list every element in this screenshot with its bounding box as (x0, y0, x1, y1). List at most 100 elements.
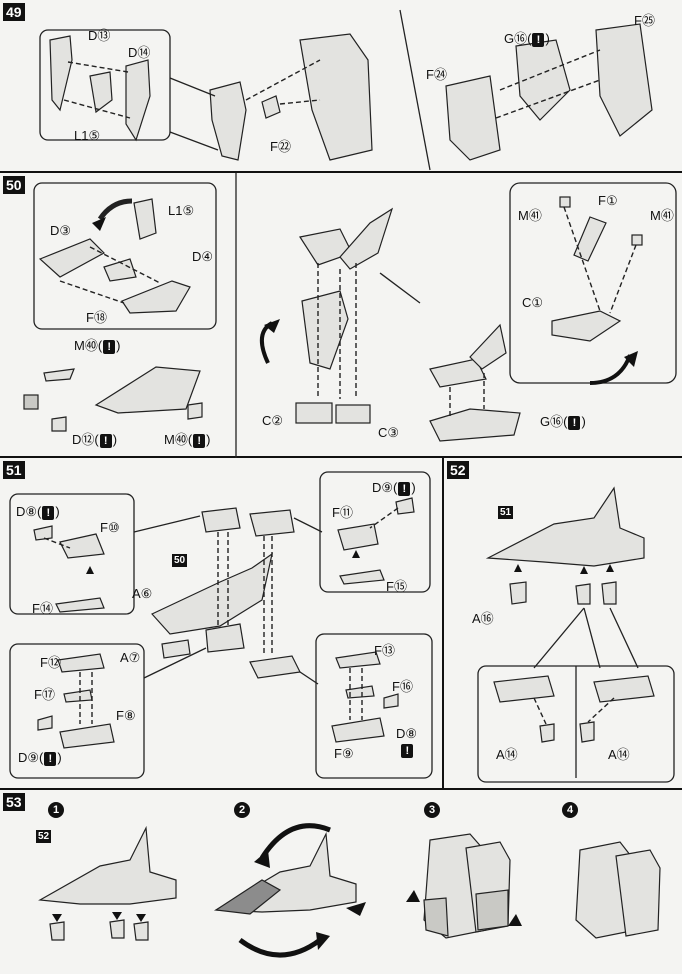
label-F24: F㉔ (426, 67, 447, 82)
label-D9-top: D⑨(!) (372, 480, 416, 496)
label-G16: G⑯(!) (540, 414, 586, 430)
label-F8: F⑧ (116, 708, 136, 723)
part-plate (335, 651, 381, 669)
step-53: 53 5 (0, 790, 682, 974)
part-clip (395, 497, 415, 515)
label-D8: D⑧(!) (16, 504, 60, 520)
label-L1-5: L1⑤ (168, 203, 195, 218)
part-cover (337, 523, 379, 551)
part-foot (133, 921, 149, 941)
part-base (59, 723, 115, 749)
step-50-diagram (23, 173, 677, 458)
part-small (187, 402, 203, 420)
part-body (121, 280, 191, 314)
step-number: 51 (3, 461, 25, 479)
caution-icon: ! (99, 434, 112, 448)
substep-2-badge: 2 (234, 802, 250, 818)
step-49-diagram (39, 9, 653, 171)
label-F12: F⑫ (40, 655, 61, 670)
label-A6: A⑥ (132, 586, 153, 601)
part-frame (515, 39, 571, 121)
part-plate (57, 653, 105, 673)
label-F25: F㉕ (634, 13, 655, 28)
caution-icon: ! (42, 506, 55, 520)
part-foot (575, 583, 591, 605)
part-cover (59, 533, 105, 559)
part-pin (539, 723, 555, 743)
part-foot (49, 921, 65, 941)
label-C2: C② (262, 413, 284, 428)
step-number: 52 (447, 461, 469, 479)
step-51-diagram (9, 471, 433, 779)
caution-icon: ! (193, 434, 206, 448)
label-A7: A⑦ (120, 650, 141, 665)
label-D14: D⑭ (128, 45, 151, 60)
part-small (51, 416, 67, 432)
part-block-right (595, 23, 653, 137)
label-A14-left: A⑭ (496, 747, 518, 762)
caution-icon: ! (401, 744, 414, 758)
label-F11: F⑪ (332, 505, 353, 520)
part-wing-right (339, 207, 394, 270)
step-52-diagram (477, 486, 675, 783)
caution-icon: ! (568, 416, 581, 430)
part-small (161, 639, 191, 659)
step-reference-badge: 50 (172, 554, 188, 567)
part-leg (301, 290, 349, 370)
part-arm (49, 35, 73, 112)
part-plate (339, 569, 385, 585)
part-wing (429, 358, 487, 388)
inset-box (319, 471, 431, 593)
label-M41-right: M㊶ (650, 208, 674, 223)
caution-icon: ! (44, 752, 57, 766)
label-D13: D⑬ (88, 28, 111, 43)
part-arm (573, 216, 607, 262)
part-block (201, 507, 241, 533)
inset-box (9, 643, 145, 779)
label-A14-right: A⑭ (608, 747, 630, 762)
inset-box (33, 182, 217, 330)
substep-3-badge: 3 (424, 802, 440, 818)
part-nose (38, 238, 105, 278)
part-torso (299, 33, 373, 161)
label-F22: F㉒ (270, 139, 291, 154)
part-foot (509, 581, 527, 605)
part-fin (469, 323, 507, 370)
label-F9: F⑨ (334, 746, 354, 761)
label-M41-left: M㊶ (518, 208, 542, 223)
part-small (261, 95, 281, 119)
label-F14: F⑭ (32, 601, 53, 616)
substep-1-badge: 1 (48, 802, 64, 818)
part-small (345, 685, 375, 699)
part-shaded (423, 897, 449, 937)
inset-box (9, 493, 135, 615)
inset-box (39, 29, 171, 141)
part-base (205, 623, 245, 653)
part-base (249, 655, 301, 679)
label-G16: G⑯(!) (504, 31, 550, 47)
label-D8-bottom: D⑧)! (396, 726, 418, 758)
step-51: 51 (0, 458, 444, 790)
label-M40-top: M㊵(!) (74, 338, 121, 354)
label-F1: F① (598, 193, 618, 208)
label-F18: F⑱ (86, 310, 107, 325)
part-small (103, 258, 137, 282)
part-foot (601, 581, 617, 605)
part-assembled-body (38, 825, 177, 905)
step-52: 52 51 A⑯ A⑭ A⑭ (444, 458, 682, 790)
part-clip (37, 715, 53, 731)
step-number: 49 (3, 3, 25, 21)
step-number: 53 (3, 793, 25, 811)
label-F17: F⑰ (34, 687, 55, 702)
caution-icon: ! (398, 482, 411, 496)
caution-icon: ! (532, 33, 545, 47)
label-A16: A⑯ (472, 611, 494, 626)
label-C3: C③ (378, 425, 400, 440)
label-F13: F⑬ (374, 643, 395, 658)
label-M40-bottom: M㊵(!) (164, 432, 211, 448)
part-body (151, 552, 273, 635)
label-F10: F⑩ (100, 520, 120, 535)
part-shaded (475, 889, 509, 931)
label-F15: F⑮ (386, 579, 407, 594)
